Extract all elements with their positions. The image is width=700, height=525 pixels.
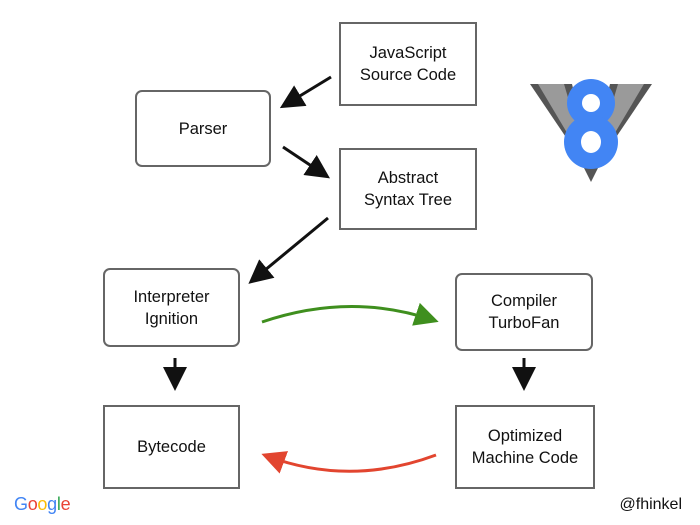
node-interpreter-ignition: Interpreter Ignition	[103, 268, 240, 347]
node-label-line: Source Code	[359, 66, 457, 84]
arrow-optimized-to-bytecode	[261, 451, 437, 474]
google-logo-letter: o	[37, 494, 48, 514]
node-label-line: Ignition	[144, 309, 199, 328]
v8-logo-bottom-hole	[581, 131, 601, 153]
node-parser: Parser	[135, 90, 271, 167]
arrow-source-to-parser	[279, 75, 332, 109]
node-label-line: Abstract	[377, 169, 439, 187]
v8-logo-icon	[530, 79, 652, 182]
node-label-line: Machine Code	[471, 449, 579, 467]
node-label-line: Syntax Tree	[363, 191, 453, 209]
google-logo: Google	[14, 494, 71, 515]
node-bytecode: Bytecode	[103, 405, 240, 489]
node-label-line: Optimized	[487, 427, 563, 445]
google-logo-letter: l	[56, 494, 61, 514]
arrow-ast-to-interpreter	[248, 216, 329, 284]
node-javascript-source-code: JavaScript Source Code	[339, 22, 477, 106]
arrow-parser-to-ast	[282, 145, 330, 179]
arrow-interpreter-to-compiler	[261, 302, 439, 326]
google-logo-letter: e	[60, 494, 71, 514]
node-optimized-machine-code: Optimized Machine Code	[455, 405, 595, 489]
node-label-line: Interpreter	[133, 287, 210, 306]
google-logo-letter: G	[14, 494, 28, 514]
node-label-line: JavaScript	[369, 44, 447, 62]
v8-logo-top-hole	[582, 94, 600, 112]
node-label-line: TurboFan	[488, 314, 560, 332]
node-label-line: Parser	[178, 119, 228, 138]
author-handle: @fhinkel	[619, 496, 683, 513]
node-label-line: Compiler	[490, 292, 558, 310]
node-abstract-syntax-tree: Abstract Syntax Tree	[339, 148, 477, 230]
node-compiler-turbofan: Compiler TurboFan	[455, 273, 593, 351]
google-logo-letter: g	[47, 494, 57, 514]
google-logo-letter: o	[27, 494, 38, 514]
node-label-line: Bytecode	[137, 438, 206, 456]
